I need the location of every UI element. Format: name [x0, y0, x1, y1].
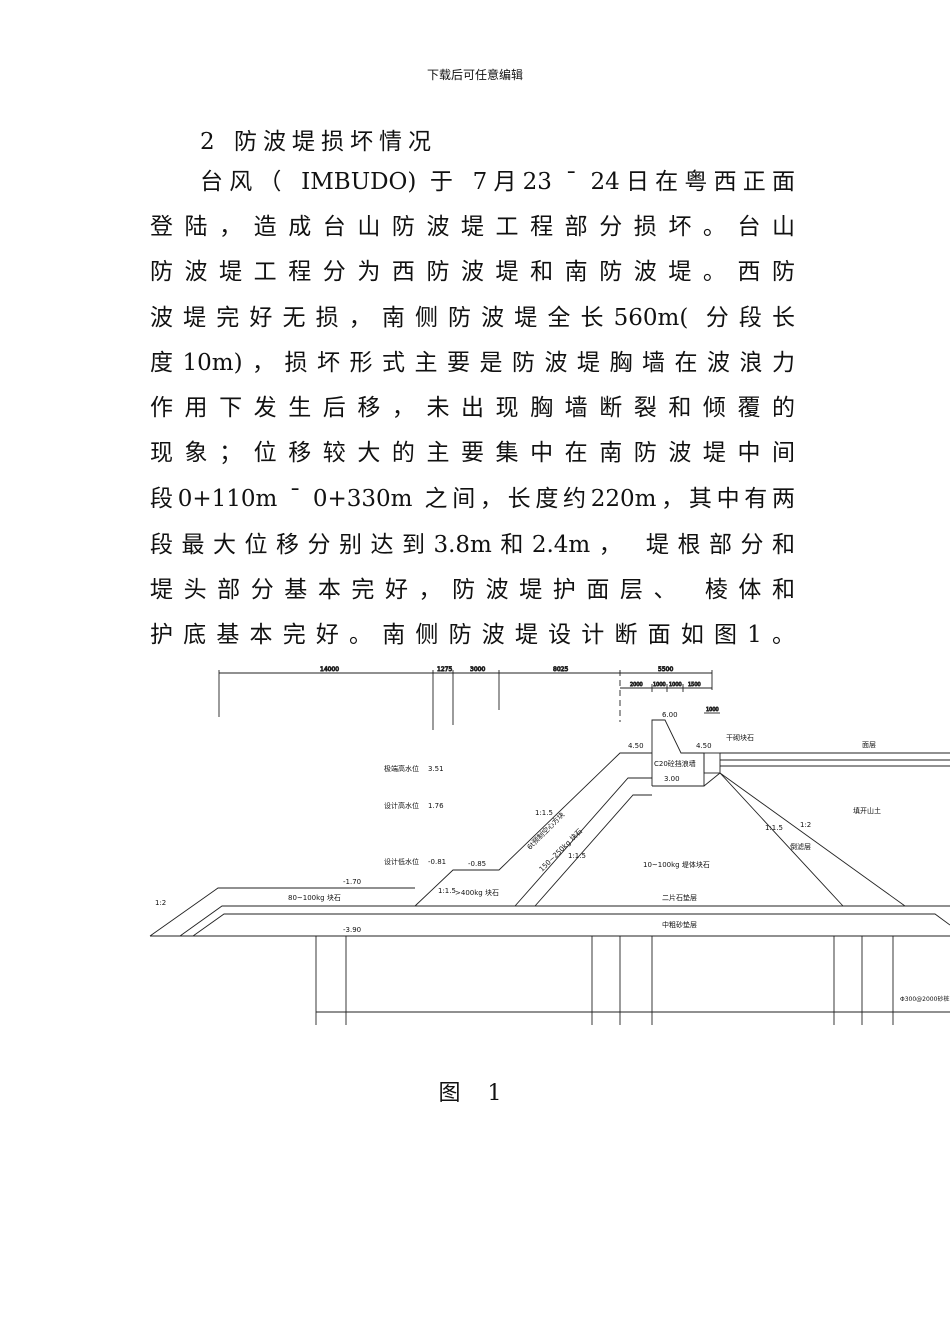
fill-label: 填开山土: [853, 806, 881, 815]
slope-ratio: 1:1.5: [568, 852, 586, 860]
sand-piles: [315, 936, 950, 1025]
dim-3000: 3000: [470, 666, 485, 673]
water-level-value: -0.81: [428, 858, 446, 866]
body-line: 段最大位移分别达到3.8m和2.4m， 堤根部分和: [150, 532, 795, 558]
filter-label: 倒滤层: [790, 842, 811, 851]
water-level-label: 设计高水位: [384, 801, 419, 810]
water-level-label: 设计低水位: [384, 857, 419, 866]
dim-1000a: 1000: [653, 682, 666, 688]
dim-14000: 14000: [320, 666, 339, 673]
elevation: 3.00: [664, 775, 680, 783]
surface-label: 面层: [862, 741, 876, 749]
slope-ratio: 1:2: [155, 899, 166, 907]
water-level-label: 极端高水位: [384, 764, 419, 773]
water-level-value: 1.76: [428, 802, 444, 810]
armor-label: 80~100kg 块石: [288, 893, 341, 902]
breakwater-outline: [149, 719, 950, 937]
page-header: 下载后可任意编辑: [426, 68, 523, 82]
dim-2000: 2000: [630, 682, 643, 688]
elevation: 6.00: [662, 711, 678, 719]
elevation: -1.70: [343, 878, 361, 886]
dim-1500: 1500: [688, 682, 701, 688]
elevation: 4.50: [628, 742, 644, 750]
body-line: 护底基本完好。南侧防波堤设计断面如图1。: [150, 622, 795, 648]
elevation: -0.85: [468, 860, 486, 868]
dim-1000b: 1000: [669, 682, 682, 688]
dim-1000c: 1000: [706, 707, 719, 713]
core-label: 10~100kg 堤体块石: [643, 860, 710, 869]
breakwater-cross-section: 14000 1275 3000 8025 5500 2000 1000 1000…: [149, 666, 950, 1025]
body-line: 作用下发生后移，未出现胸墙断裂和倾覆的: [150, 395, 795, 421]
body-line: 波堤完好无损，南侧防波堤全长560m( 分段长: [150, 305, 795, 331]
elevation: 4.50: [696, 742, 712, 750]
elevation: -3.90: [343, 926, 361, 934]
berm-label: >400kg 块石: [455, 888, 499, 897]
section-heading: 2 防波堤损坏情况: [200, 129, 437, 155]
slope-ratio: 1:1.5: [765, 824, 783, 832]
body-line: 登陆，造成台山防波堤工程部分损坏。台山: [150, 214, 795, 240]
slope-ratio: 1:1.5: [535, 809, 553, 817]
dim-1275: 1275: [437, 666, 452, 673]
cushion2-label: 中粗砂垫层: [662, 920, 697, 929]
drystone-label: 干砌块石: [726, 733, 754, 742]
figure-caption: 图 1: [438, 1081, 512, 1106]
body-line: 度10m)，损坏形式主要是防波堤胸墙在波浪力: [150, 350, 795, 376]
cushion1-label: 二片石垫层: [662, 893, 697, 902]
body-line: 段0+110m ¯ 0+330m 之间，长度约220m，其中有两: [150, 486, 795, 512]
slope-ratio: 1:2: [800, 821, 811, 829]
dimension-lines: [218, 670, 720, 730]
body-line: 台风（ IMBUDO) 于 7月23 ¯ 24日在粤西正面: [200, 169, 795, 195]
piles-label: Φ300@2000砂桩: [900, 995, 949, 1003]
body-line: 防波堤工程分为西防波堤和南防波堤。西防: [150, 259, 795, 285]
body-line: 现象；位移较大的主要集中在南防波堤中间: [150, 440, 795, 466]
body-line: 堤头部分基本完好，防波堤护面层、 棱体和: [150, 577, 795, 603]
water-level-value: 3.51: [428, 765, 444, 773]
dim-8025: 8025: [553, 666, 568, 673]
dim-5500: 5500: [658, 666, 673, 673]
slope-ratio: 1:1.5: [438, 887, 456, 895]
wall-label: C20砼挡浪墙: [654, 759, 696, 768]
